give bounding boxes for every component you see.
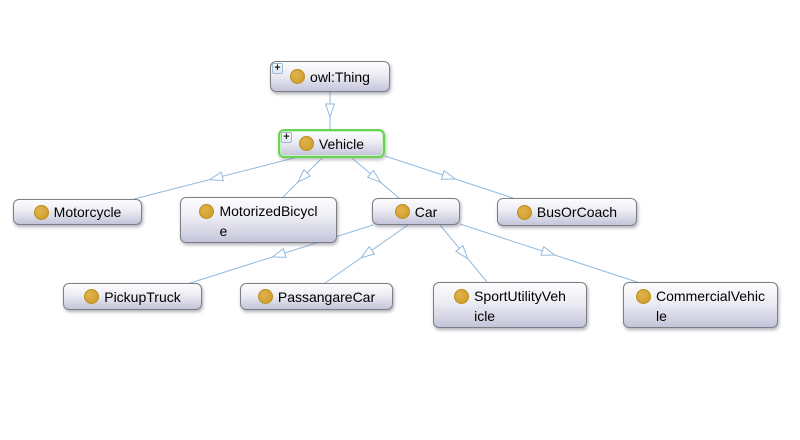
class-label: Vehicle — [318, 135, 365, 152]
edge-arrowhead-icon — [540, 245, 557, 256]
edge-arrowhead-icon — [270, 247, 287, 258]
edge-arrowhead-icon — [366, 169, 382, 184]
edge-arrowhead-icon — [296, 168, 312, 184]
class-label: PickupTruck — [104, 288, 181, 305]
class-dot-icon — [636, 289, 652, 304]
class-dot-icon — [298, 136, 314, 151]
class-node-pickup-truck[interactable]: PickupTruck — [63, 283, 202, 310]
expand-plus-icon[interactable]: + — [272, 63, 283, 74]
class-label: Car — [414, 203, 438, 220]
class-node-sport-utility-vehicle[interactable]: SportUtilityVeh icle — [433, 282, 587, 328]
class-node-car[interactable]: Car — [372, 198, 460, 225]
class-node-owl-thing[interactable]: + owl:Thing — [270, 61, 390, 92]
class-node-vehicle[interactable]: + Vehicle — [278, 129, 385, 158]
class-label: CommercialVehic le — [656, 288, 765, 324]
class-dot-icon — [516, 204, 532, 220]
class-label: owl:Thing — [310, 68, 370, 85]
class-dot-icon — [84, 289, 100, 304]
class-label: SportUtilityVeh icle — [474, 288, 566, 324]
class-dot-icon — [290, 69, 306, 84]
class-node-motorcycle[interactable]: Motorcycle — [13, 199, 142, 225]
class-label: MotorizedBicycl e — [219, 203, 318, 239]
class-dot-icon — [33, 204, 49, 220]
edge-arrowhead-icon — [359, 245, 376, 259]
class-label: BusOrCoach — [536, 204, 618, 220]
class-label: PassangareCar — [277, 288, 376, 305]
class-dot-icon — [199, 204, 215, 219]
class-dot-icon — [257, 289, 273, 304]
class-node-passangare-car[interactable]: PassangareCar — [240, 283, 393, 310]
class-node-bus-or-coach[interactable]: BusOrCoach — [497, 198, 637, 226]
edge-arrowhead-icon — [208, 171, 225, 182]
edge-arrowhead-icon — [440, 169, 457, 180]
expand-plus-icon[interactable]: + — [281, 132, 292, 143]
class-node-motorized-bicycle[interactable]: MotorizedBicycl e — [180, 197, 337, 243]
edge-arrowhead-icon — [455, 244, 469, 260]
class-node-commercial-vehicle[interactable]: CommercialVehic le — [623, 282, 778, 328]
class-dot-icon — [454, 289, 470, 304]
class-dot-icon — [394, 204, 410, 219]
class-label: Motorcycle — [53, 204, 122, 220]
edge-arrowhead-icon — [324, 103, 336, 119]
